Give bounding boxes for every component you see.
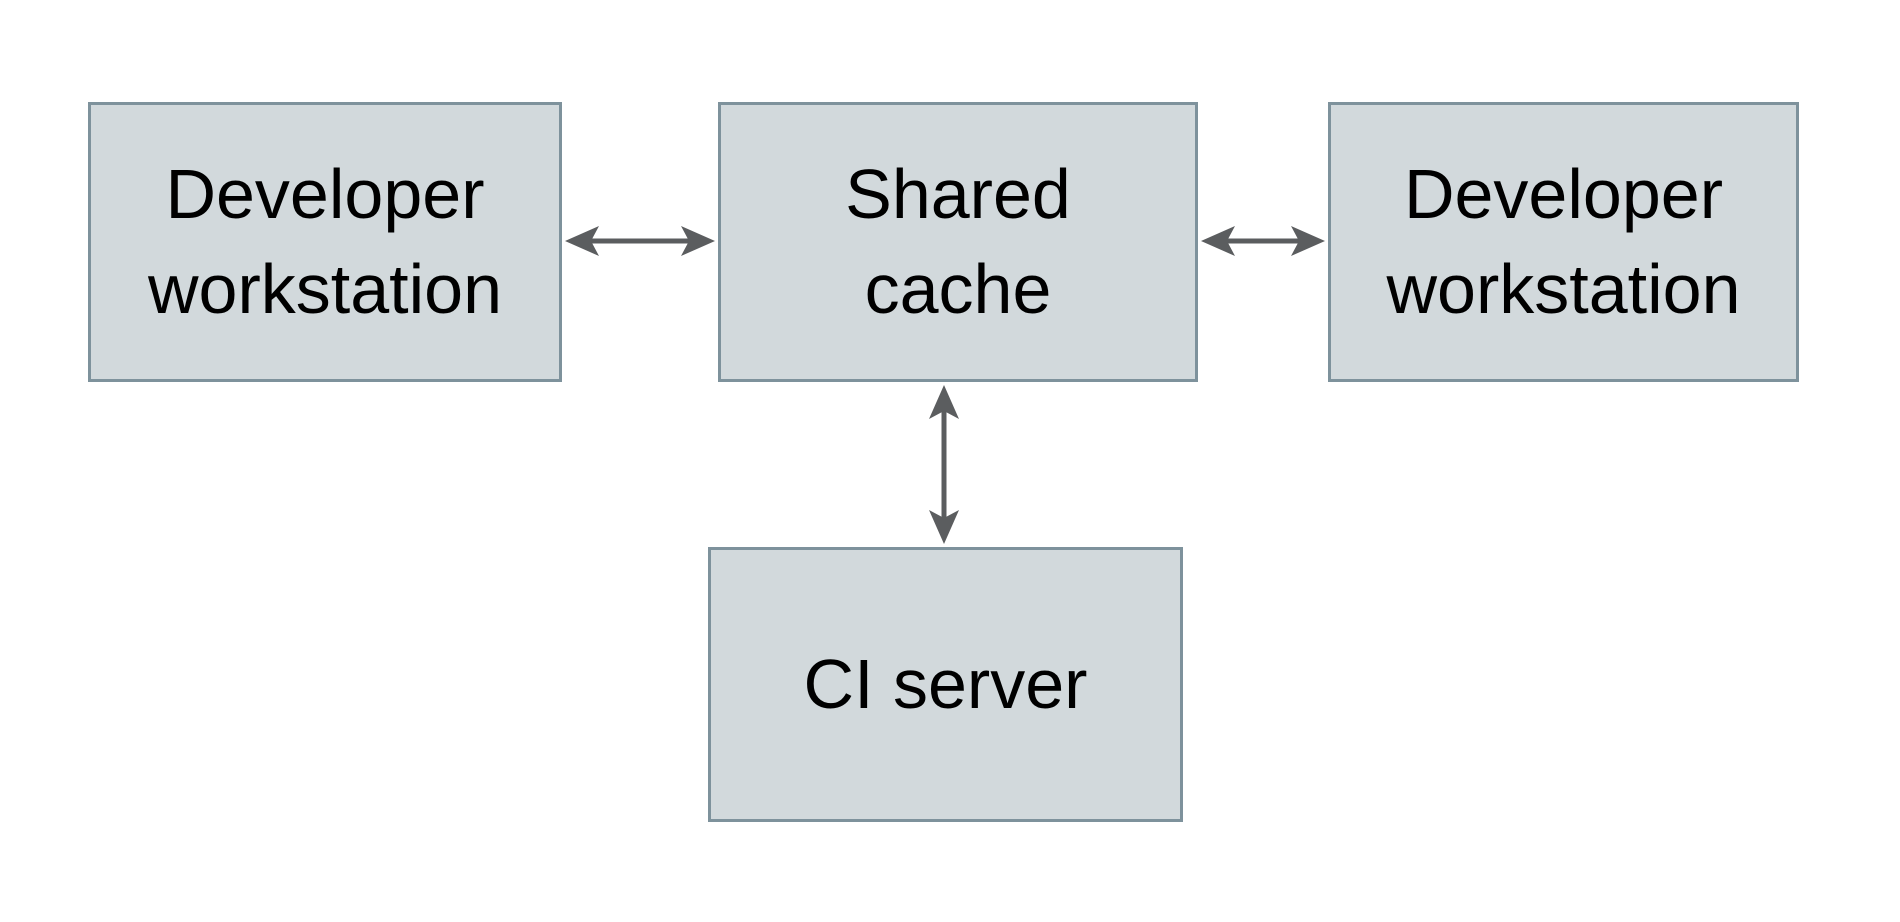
node-ci-server: CI server [708,547,1183,822]
node-label-line: Developer [1403,154,1724,233]
node-developer-workstation-left: Developer workstation [88,102,562,382]
arrow-shared-cache-right-workstation [1201,226,1325,256]
arrow-shared-cache-ci-server [929,385,959,544]
node-developer-workstation-right: Developer workstation [1328,102,1799,382]
node-label-line: workstation [1386,250,1741,328]
node-label-line: workstation [147,250,503,328]
arrow-left-workstation-shared-cache [565,226,715,256]
node-shared-cache: Shared cache [718,102,1198,382]
node-label-line: Shared [845,154,1071,233]
node-label-line: cache [864,250,1052,328]
node-label-line: Developer [165,154,485,233]
node-label-line: CI server [803,644,1088,723]
